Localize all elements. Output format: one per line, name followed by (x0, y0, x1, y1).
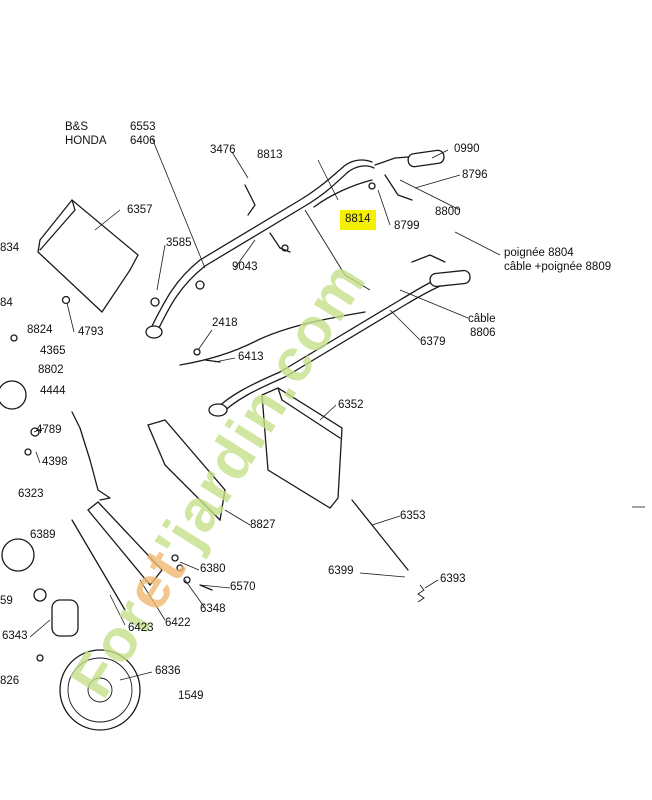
part-4365: 4365 (40, 345, 66, 357)
handle-frame (145, 159, 446, 417)
note-cable-line2: 8806 (470, 327, 496, 339)
cable-8814 (313, 179, 373, 208)
axle-6353 (351, 499, 409, 571)
part-6406: 6406 (130, 135, 156, 147)
part-6399: 6399 (328, 565, 354, 577)
part-6380: 6380 (200, 563, 226, 575)
part-4444: 4444 (40, 385, 66, 397)
part-8799: 8799 (394, 220, 420, 232)
wheel-6836 (59, 649, 141, 731)
part-6379: 6379 (420, 336, 446, 348)
engine-label-honda: HONDA (65, 135, 107, 147)
part-8824: 8824 (27, 324, 53, 336)
part-1549-cut: 1549 (178, 690, 204, 702)
part-6423: 6423 (128, 622, 154, 634)
deflector-plate (37, 199, 139, 313)
part-0990: 0990 (454, 143, 480, 155)
part-6352: 6352 (338, 399, 364, 411)
part-6357: 6357 (127, 204, 153, 216)
part-6836: 6836 (155, 665, 181, 677)
part-8814-highlighted: 8814 (340, 210, 376, 230)
note-handle-line1: poignée 8804 (504, 247, 574, 259)
bracket-4789 (71, 411, 111, 501)
spring-6393 (417, 584, 425, 603)
part-826-cut: 826 (0, 675, 20, 687)
upper-grip (374, 149, 445, 201)
part-6553: 6553 (130, 121, 156, 133)
engine-fragments (0, 380, 79, 637)
part-6353: 6353 (400, 510, 426, 522)
side-rail (87, 501, 163, 587)
part-6393: 6393 (440, 573, 466, 585)
note-cable-line1: câble (468, 313, 496, 325)
part-6570: 6570 (230, 581, 256, 593)
part-6389: 6389 (30, 529, 56, 541)
cable-6413 (179, 311, 366, 366)
part-2418: 2418 (212, 317, 238, 329)
part-3476: 3476 (210, 144, 236, 156)
lower-grip (411, 254, 471, 288)
part-8796: 8796 (462, 169, 488, 181)
part-8802: 8802 (38, 364, 64, 376)
part-9043: 9043 (232, 261, 258, 273)
part-8827: 8827 (250, 519, 276, 531)
rod-6423 (71, 519, 126, 611)
leader-lines (29, 137, 645, 681)
part-8800: 8800 (435, 206, 461, 218)
part-4398: 4398 (42, 456, 68, 468)
chute-bracket (147, 419, 226, 522)
part-834-cut: 834 (0, 242, 20, 254)
part-6413: 6413 (238, 351, 264, 363)
note-handle-line2: câble +poignée 8809 (504, 261, 612, 273)
part-59-cut: 59 (0, 595, 13, 607)
part-4789: 4789 (36, 424, 62, 436)
part-6343: 6343 (2, 630, 28, 642)
part-6348: 6348 (200, 603, 226, 615)
engine-label-bs: B&S (65, 121, 89, 133)
fasteners (10, 182, 376, 662)
part-6422: 6422 (165, 617, 191, 629)
part-84-cut: 84 (0, 297, 13, 309)
part-3585: 3585 (166, 237, 192, 249)
part-8813: 8813 (257, 149, 283, 161)
part-6323: 6323 (18, 488, 44, 500)
part-4793: 4793 (78, 326, 104, 338)
